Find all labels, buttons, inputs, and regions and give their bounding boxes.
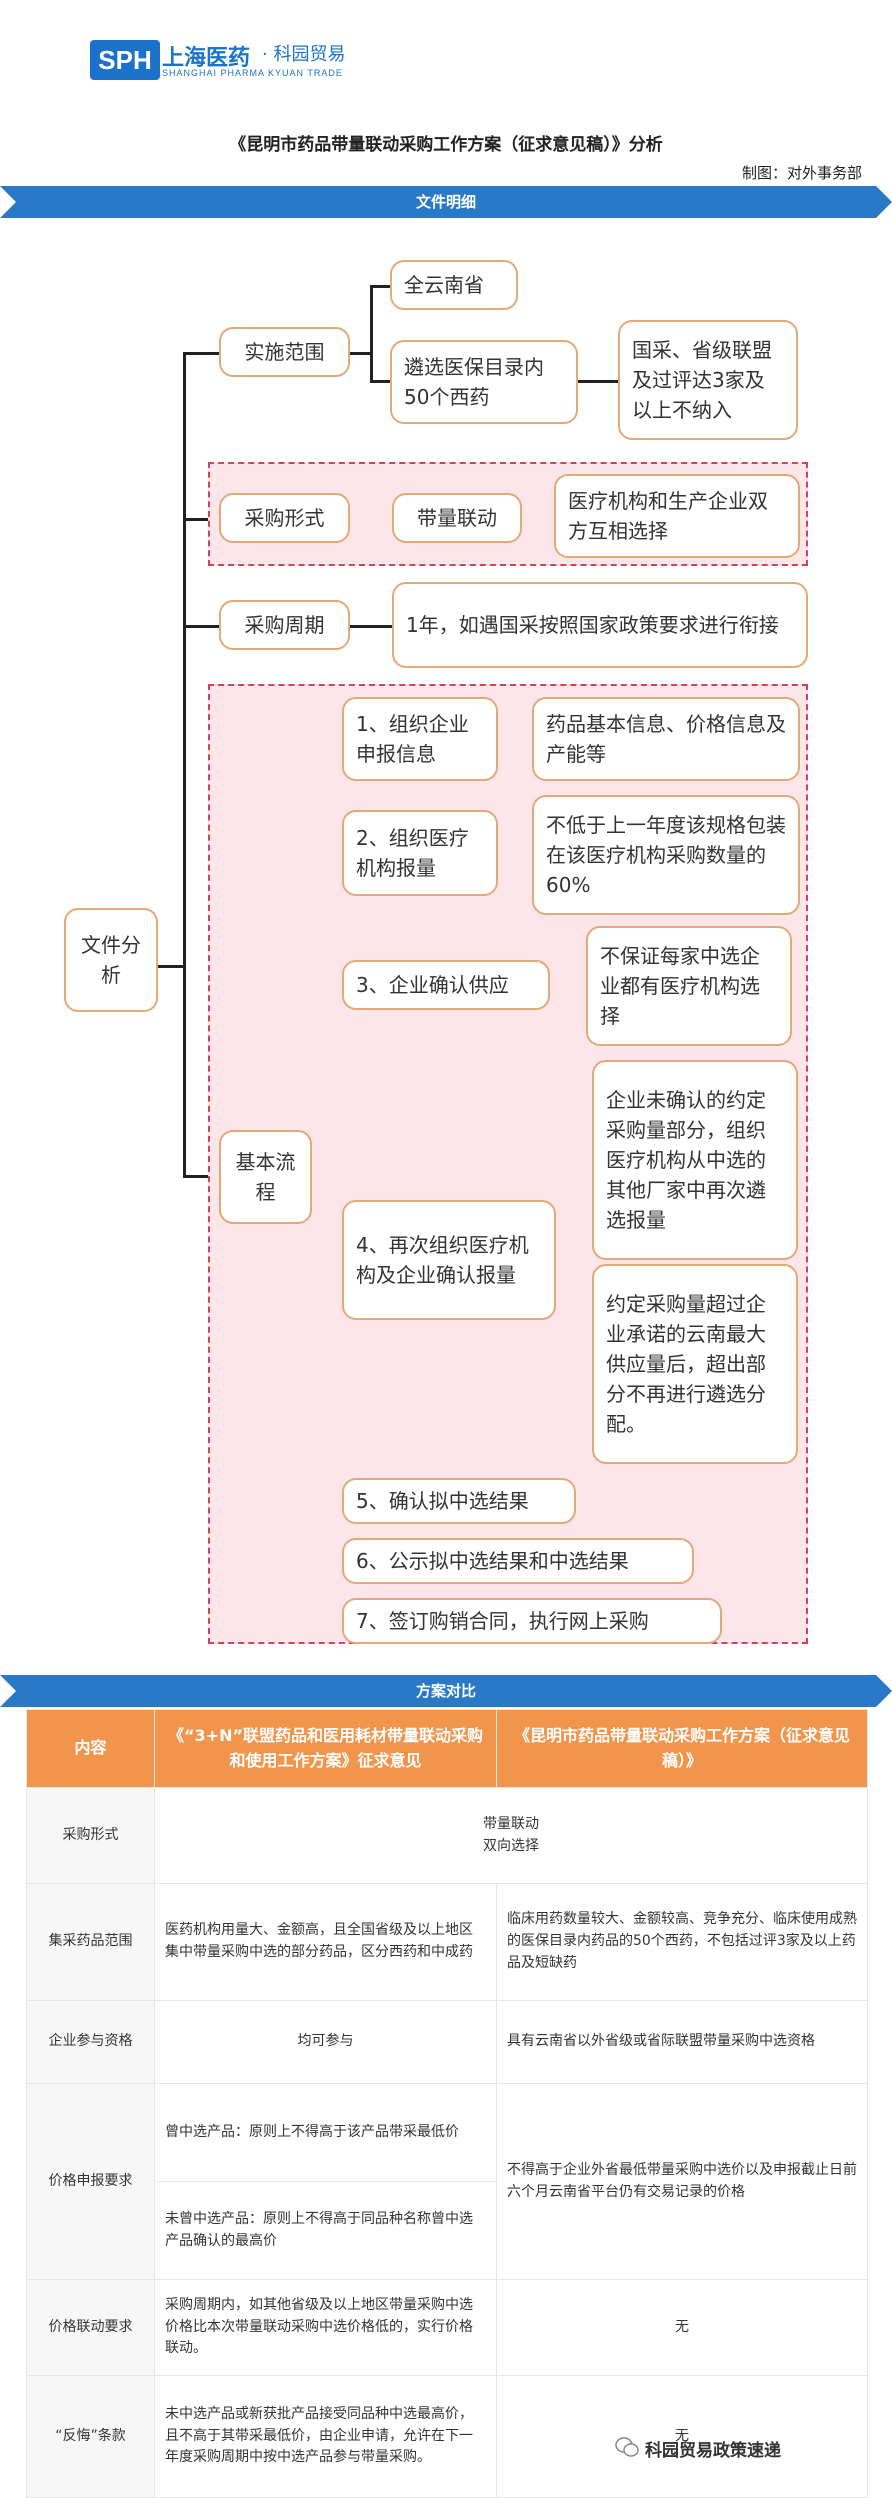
company-name: 上海医药 [162, 46, 251, 71]
table-row: 价格申报要求 曾中选产品：原则上不得高于该产品带采最低价 不得高于企业外省最低带… [26, 2083, 868, 2280]
node-purchase-cycle: 采购周期 [219, 600, 350, 650]
header-content: 内容 [26, 1709, 155, 1788]
node-scope-province: 全云南省 [390, 260, 518, 310]
section-ribbon-1 [0, 186, 892, 218]
mindmap-root: 文件分析 [64, 908, 158, 1012]
node-step-4-note-1: 企业未确认的约定采购量部分，组织医疗机构从中选的其他厂家中再次遴选报量 [592, 1060, 798, 1260]
row-label-scope: 集采药品范围 [26, 1883, 155, 2001]
node-cycle-note: 1年，如遇国采按照国家政策要求进行衔接 [392, 582, 808, 668]
row-label-anti-regret: “反悔”条款 [26, 2375, 155, 2498]
company-name-en: SHANGHAI PHARMA [162, 68, 266, 78]
cell-link-kunming: 无 [496, 2279, 868, 2376]
node-step-4-note-2: 约定采购量超过企业承诺的云南最大供应量后，超出部分不再进行遴选分配。 [592, 1264, 798, 1464]
node-step-2-note: 不低于上一年度该规格包装在该医疗机构采购数量的60% [532, 795, 800, 915]
cell-qual-3n: 均可参与 [154, 2000, 497, 2084]
cell-price-3n-selected: 曾中选产品：原则上不得高于该产品带采最低价 [154, 2083, 497, 2182]
comparison-table: 内容 《“3+N”联盟药品和医用耗材带量联动采购和使用工作方案》征求意见 《昆明… [26, 1709, 868, 2498]
node-step-7: 7、签订购销合同，执行网上采购 [342, 1598, 722, 1644]
node-step-6: 6、公示拟中选结果和中选结果 [342, 1538, 694, 1584]
row-label-qualification: 企业参与资格 [26, 2000, 155, 2084]
node-scope-drugs: 遴选医保目录内50个西药 [390, 340, 578, 424]
watermark-text: 科园贸易政策速递 [645, 2441, 781, 2461]
node-step-1: 1、组织企业申报信息 [342, 697, 498, 781]
table-header-row: 内容 《“3+N”联盟药品和医用耗材带量联动采购和使用工作方案》征求意见 《昆明… [26, 1709, 868, 1788]
node-step-2: 2、组织医疗机构报量 [342, 810, 498, 896]
table-row: 采购形式 带量联动 双向选择 [26, 1787, 868, 1884]
row-label-price: 价格申报要求 [26, 2083, 155, 2280]
trade-name: · 科园贸易 [262, 44, 346, 65]
node-scope-exclusion: 国采、省级联盟及过评达3家及以上不纳入 [618, 320, 798, 440]
table-row: 企业参与资格 均可参与 具有云南省以外省级或省际联盟带量采购中选资格 [26, 2000, 868, 2084]
header-3n-plan: 《“3+N”联盟药品和医用耗材带量联动采购和使用工作方案》征求意见 [154, 1709, 497, 1788]
node-purchase-form: 采购形式 [219, 493, 350, 543]
cell-price-3n-unselected: 未曾中选产品：原则上不得高于同品种名称曾中选产品确认的最高价 [154, 2181, 497, 2280]
cell-qual-kunming: 具有云南省以外省级或省际联盟带量采购中选资格 [496, 2000, 868, 2084]
cell-anti-3n: 未中选产品或新获批产品接受同品种中选最高价，且不高于其带采最低价，由企业申请，允… [154, 2375, 497, 2498]
header-kunming-plan: 《昆明市药品带量联动采购工作方案（征求意见稿）》 [496, 1709, 868, 1788]
cell-form-merged: 带量联动 双向选择 [154, 1787, 868, 1884]
chart-maker: 制图：对外事务部 [741, 164, 862, 182]
row-label-form: 采购形式 [26, 1787, 155, 1884]
node-step-3: 3、企业确认供应 [342, 960, 550, 1010]
node-step-1-note: 药品基本信息、价格信息及产能等 [532, 697, 800, 781]
node-step-4: 4、再次组织医疗机构及企业确认报量 [342, 1200, 556, 1320]
node-scope: 实施范围 [219, 327, 350, 377]
trade-name-en: KYUAN TRADE [268, 68, 343, 78]
node-volume-linkage: 带量联动 [392, 493, 522, 543]
section-title-comparison: 方案对比 [415, 1682, 476, 1700]
cell-scope-3n: 医药机构用量大、金额高，且全国省级及以上地区集中带量采购中选的部分药品，区分西药… [154, 1883, 497, 2001]
wechat-icon [615, 2437, 639, 2457]
cell-link-3n: 采购周期内，如其他省级及以上地区带量采购中选价格比本次带量联动采购中选价格低的，… [154, 2279, 497, 2376]
section-title-details: 文件明细 [415, 193, 476, 211]
cell-scope-kunming: 临床用药数量较大、金额较高、竞争充分、临床使用成熟的医保目录内药品的50个西药，… [496, 1883, 868, 2001]
cell-price-kunming: 不得高于企业外省最低带量采购中选价以及申报截止日前六个月云南省平台仍有交易记录的… [496, 2083, 868, 2280]
section-ribbon-2 [0, 1675, 892, 1707]
node-step-3-note: 不保证每家中选企业都有医疗机构选择 [586, 926, 792, 1046]
node-step-5: 5、确认拟中选结果 [342, 1478, 576, 1524]
node-basic-flow: 基本流程 [219, 1130, 312, 1224]
table-row: 集采药品范围 医药机构用量大、金额高，且全国省级及以上地区集中带量采购中选的部分… [26, 1883, 868, 2001]
row-label-price-link: 价格联动要求 [26, 2279, 155, 2376]
node-mutual-selection: 医疗机构和生产企业双方互相选择 [554, 474, 800, 558]
table-row: 价格联动要求 采购周期内，如其他省级及以上地区带量采购中选价格比本次带量联动采购… [26, 2279, 868, 2376]
page-title: 《昆明市药品带量联动采购工作方案（征求意见稿）》分析 [229, 135, 663, 155]
sph-logo: SPH [90, 40, 160, 80]
table-row: 未曾中选产品：原则上不得高于同品种名称曾中选产品确认的最高价 [27, 2181, 868, 2280]
